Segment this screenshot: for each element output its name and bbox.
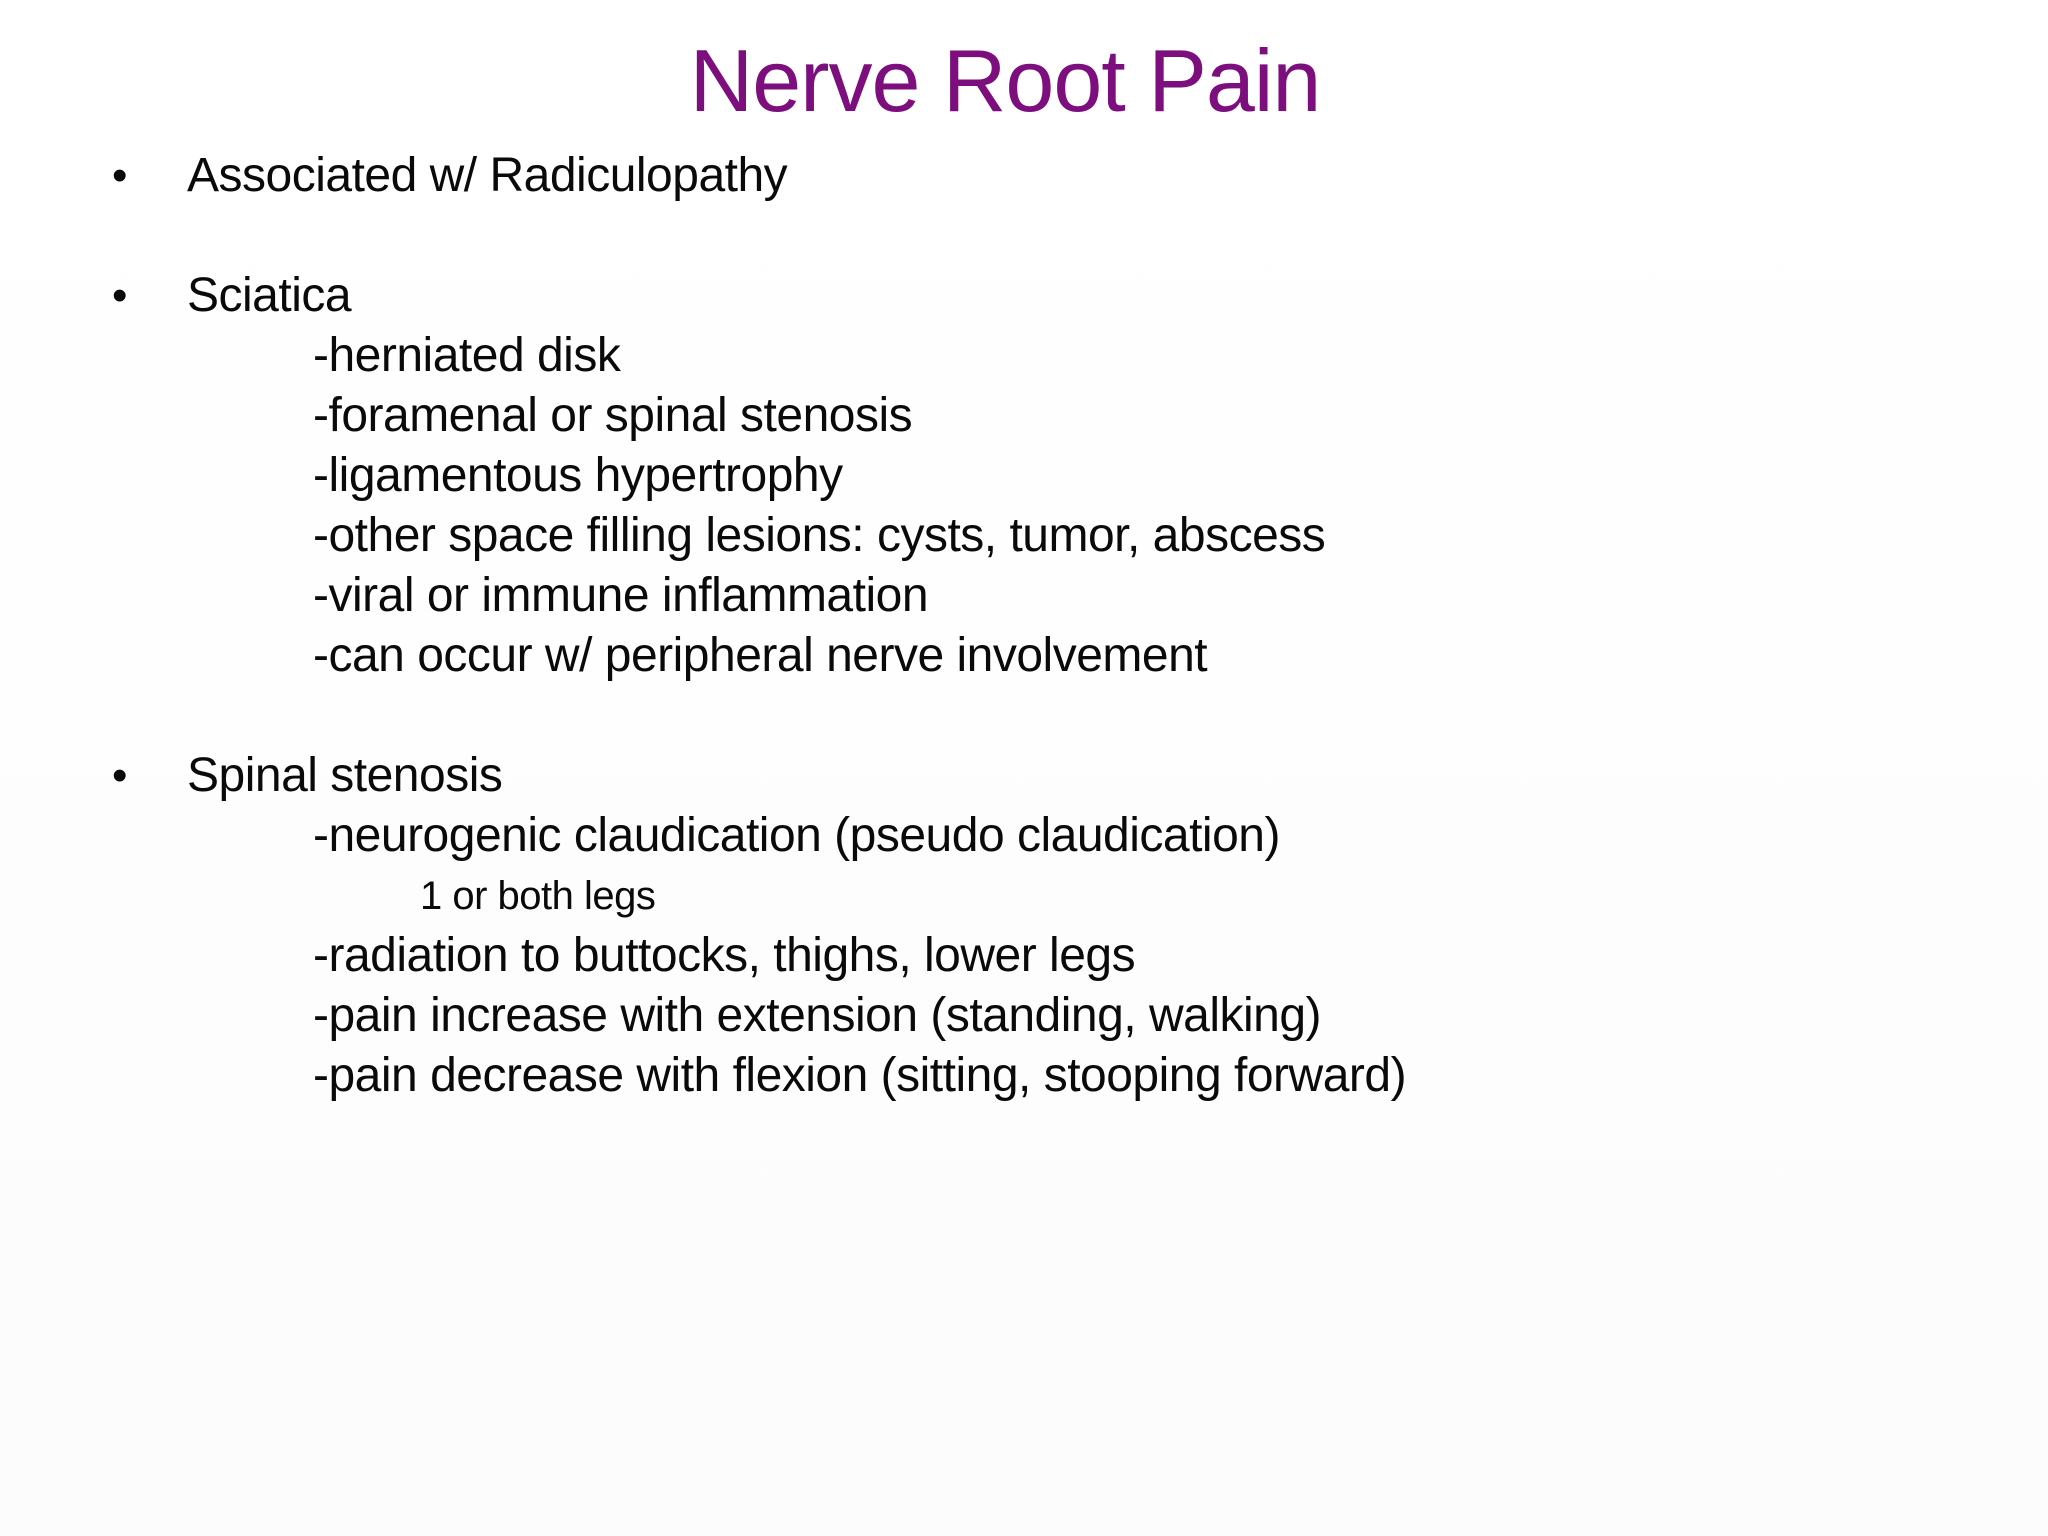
- bullet-item-label: Spinal stenosis: [187, 749, 503, 802]
- detail-line: -pain increase with extension (standing,…: [313, 989, 1322, 1042]
- bullet-icon: •: [112, 751, 127, 800]
- detail-line: -foramenal or spinal stenosis: [313, 389, 913, 442]
- detail-line: -ligamentous hypertrophy: [313, 449, 843, 502]
- bullet-item: • Sciatica: [0, 266, 2048, 326]
- detail-line: -pain decrease with flexion (sitting, st…: [313, 1049, 1407, 1102]
- bullet-icon: •: [112, 271, 127, 320]
- bullet-icon: •: [112, 151, 127, 200]
- sub-detail-line: 1 or both legs: [420, 874, 656, 918]
- bullet-item: • Spinal stenosis: [0, 746, 2048, 806]
- slide-body: • Associated w/ Radiculopathy • Sciatica…: [0, 146, 2048, 1106]
- bullet-item-label: Associated w/ Radiculopathy: [187, 149, 788, 202]
- bullet-item: • Associated w/ Radiculopathy: [0, 146, 2048, 206]
- detail-line: -can occur w/ peripheral nerve involveme…: [313, 629, 1208, 682]
- page-title: Nerve Root Pain: [689, 31, 1322, 130]
- spacer-line: [0, 686, 2048, 746]
- bullet-item-label: Sciatica: [187, 269, 352, 322]
- detail-line: -herniated disk: [313, 329, 621, 382]
- detail-line: -other space filling lesions: cysts, tum…: [313, 509, 1326, 562]
- detail-line: -viral or immune inflammation: [313, 569, 929, 622]
- spacer-line: [0, 206, 2048, 266]
- detail-line: -neurogenic claudication (pseudo claudic…: [313, 809, 1280, 862]
- detail-line: -radiation to buttocks, thighs, lower le…: [313, 929, 1136, 982]
